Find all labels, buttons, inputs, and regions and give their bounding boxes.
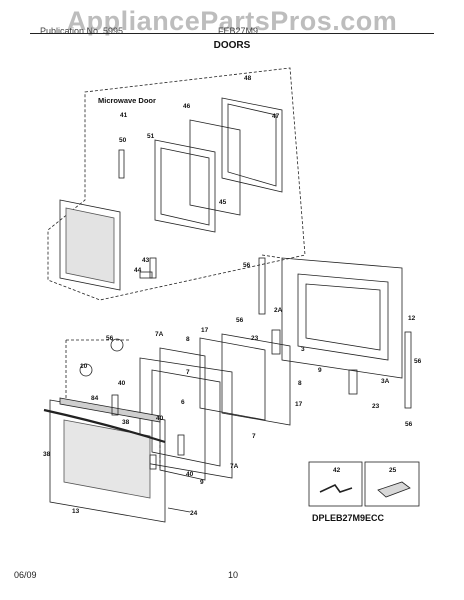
part-box-42 [308,461,363,507]
label-40-bottom: 40 [186,471,194,478]
microwave-door-title: Microwave Door [98,96,156,105]
inner-door-frame-outer [139,357,233,479]
label-51: 51 [147,133,155,140]
label-24: 24 [190,510,198,517]
microwave-frame-outer [221,97,283,193]
label-9-upper: 9 [318,367,322,374]
hinge-part-40-right [177,434,185,456]
lower-hinge-bracket-23 [348,369,358,395]
upper-door-frame-outer [281,257,403,379]
label-17-right: 17 [295,401,303,408]
upper-door-hinge-left [258,257,266,315]
microwave-frame-inner [227,103,277,187]
label-40-mid: 40 [156,415,164,422]
model-header-text: FEB27M9 [218,26,259,36]
latch-part-38 [149,454,157,470]
label-56-top: 56 [243,262,251,269]
microwave-door-panel-inner [160,147,210,226]
upper-door-hinge-right [404,331,412,409]
microwave-mesh [65,207,115,284]
part-25-icon [377,481,411,498]
label-3A: 3A [381,378,390,385]
label-40-top: 40 [118,380,126,387]
label-43: 43 [142,257,150,264]
label-12: 12 [408,315,416,322]
label-7A-bottom: 7A [230,463,239,470]
footer-page-number: 10 [228,570,239,580]
part-box-25 [364,461,420,507]
label-3: 3 [301,346,305,353]
screw-24 [167,507,191,513]
label-7-right: 7 [252,433,256,440]
label-9-lower: 9 [200,479,204,486]
microwave-door-enclosure [47,67,306,301]
label-8-right: 8 [298,380,302,387]
footer-date: 06/09 [14,570,37,580]
microwave-glass [189,119,241,216]
hinge-part-40-left [111,394,119,416]
label-46: 46 [183,103,191,110]
upper-door-guide-line [261,254,283,259]
label-50: 50 [119,137,127,144]
label-38-top: 38 [122,419,130,426]
label-8-top: 8 [186,336,190,343]
label-41: 41 [120,112,128,119]
section-title: DOORS [213,40,251,51]
microwave-latch-plate [139,271,153,279]
upper-hinge-bracket-23 [271,329,281,355]
label-48: 48 [244,75,252,82]
part-42-icon [319,483,353,493]
label-45: 45 [219,199,227,206]
door-top-strip [59,397,161,423]
label-7A-top: 7A [155,331,164,338]
inner-door-frame-inner [151,369,221,467]
screw-56 [110,338,124,352]
microwave-latch [149,257,157,279]
microwave-front-door [59,199,121,291]
label-25: 25 [389,467,397,474]
label-42: 42 [333,467,341,474]
brand-watermark: AppliancePartsPros.com [66,6,398,36]
label-23-left: 23 [251,335,259,342]
label-2A: 2A [274,307,283,314]
microwave-hinge [118,149,125,179]
label-6: 6 [181,399,185,406]
label-56-right: 56 [414,358,422,365]
upper-door-frame-inner [297,273,389,361]
glass-panel-17 [221,333,291,426]
label-13: 13 [72,508,80,515]
label-56-mid: 56 [236,317,244,324]
label-17-top: 17 [201,327,209,334]
label-23-right: 23 [372,403,380,410]
label-47: 47 [272,113,280,120]
microwave-door-panel [154,139,216,233]
header-rule [30,33,434,34]
label-38-bottom: 38 [43,451,51,458]
label-84: 84 [91,395,99,402]
label-44: 44 [134,267,142,274]
label-7-top: 7 [186,369,190,376]
label-56-screw: 56 [106,335,114,342]
upper-door-window [305,283,381,351]
publication-text: Publication No. 5995 [40,26,124,36]
glass-panel-8 [199,337,266,421]
door-handle [43,408,166,444]
model-code: DPLEB27M9ECC [312,513,385,523]
label-10: 10 [80,363,88,370]
label-56-bottom: 56 [405,421,413,428]
door-frame-7A [159,347,206,481]
outer-door-window [63,419,151,499]
screw-10 [79,363,93,377]
